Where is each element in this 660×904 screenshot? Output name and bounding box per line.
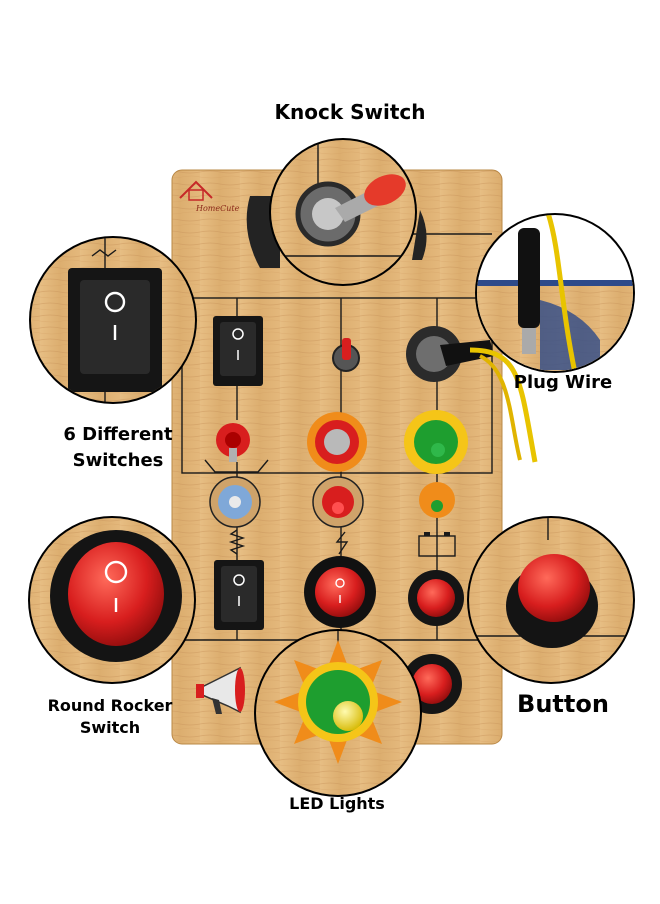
led-green-sun <box>404 410 468 474</box>
label-six-switches-line2: Switches <box>72 450 164 471</box>
label-plug-wire: Plug Wire <box>513 372 613 393</box>
led-red-top <box>216 423 250 462</box>
callout-rocker-switch <box>29 236 197 404</box>
toggle-switch-small[interactable] <box>332 338 360 372</box>
callout-led-lights <box>254 629 422 797</box>
megaphone-icon <box>196 666 245 714</box>
svg-text:HomeCute: HomeCute <box>195 204 240 213</box>
callout-knock-switch <box>269 138 417 286</box>
callout-round-rocker <box>28 516 196 684</box>
callout-button <box>467 516 635 684</box>
busy-board: HomeCute <box>171 169 538 745</box>
plug-socket[interactable] <box>406 326 538 463</box>
label-led-lights: LED Lights <box>289 794 385 813</box>
lightning-icon <box>335 531 349 555</box>
label-knock-switch: Knock Switch <box>274 100 426 124</box>
push-button-small[interactable] <box>408 570 464 626</box>
spring-icon <box>228 529 246 555</box>
brand-logo: HomeCute <box>179 180 240 213</box>
led-orange-green <box>419 482 455 518</box>
round-rocker-small[interactable] <box>304 556 376 628</box>
label-round-rocker-line2: Switch <box>79 718 141 737</box>
callout-plug-wire <box>475 213 635 373</box>
battery-icon <box>418 532 456 557</box>
rocker-switch-bottom[interactable] <box>214 560 264 630</box>
label-round-rocker-line1: Round Rocker <box>47 696 173 715</box>
label-six-switches-line1: 6 Different <box>63 424 173 445</box>
led-red-middle <box>312 476 364 528</box>
sun-icon <box>307 412 367 472</box>
rocker-switch-top[interactable] <box>213 316 263 386</box>
led-blue-base <box>209 476 261 528</box>
label-button: Button <box>517 690 609 718</box>
